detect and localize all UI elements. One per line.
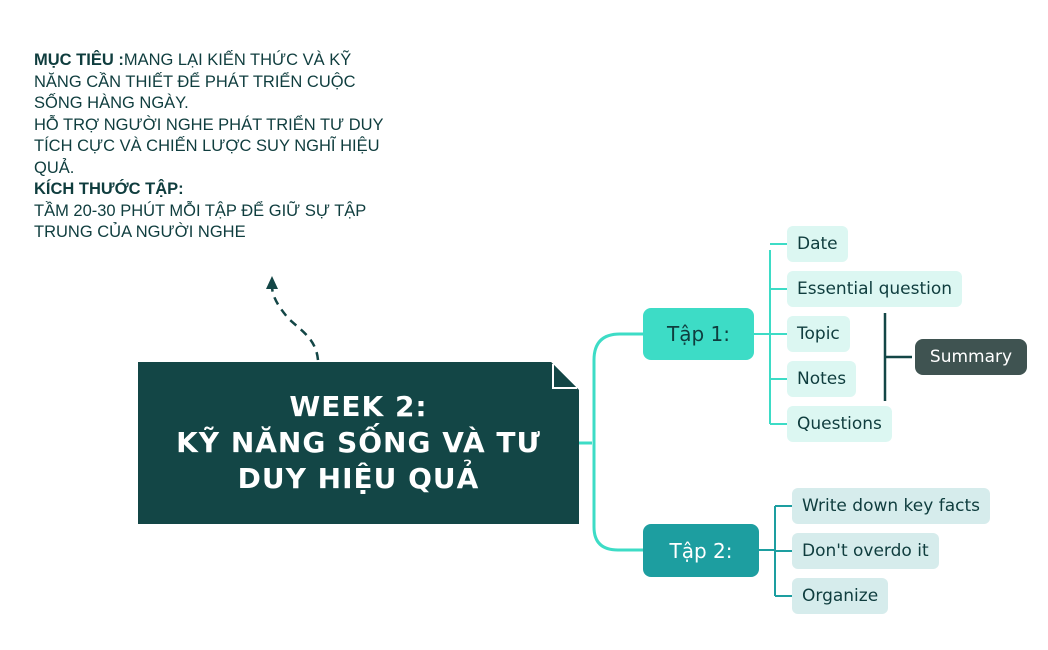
branch-tap-2[interactable]: Tập 2: — [643, 524, 759, 577]
objective-text-3: SỐNG HÀNG NGÀY. — [34, 94, 189, 112]
leaf-write-down-key-facts[interactable]: Write down key facts — [792, 488, 990, 524]
leaf-organize[interactable]: Organize — [792, 578, 889, 614]
objective-label: MỤC TIÊU : — [34, 51, 124, 69]
central-topic[interactable]: WEEK 2: KỸ NĂNG SỐNG VÀ TƯ DUY HIỆU QUẢ — [138, 362, 579, 524]
support-text-1: HỖ TRỢ NGƯỜI NGHE PHÁT TRIỂN TƯ DUY — [34, 115, 384, 134]
summary-node[interactable]: Summary — [915, 339, 1027, 375]
central-topic-line1: WEEK 2: — [289, 390, 428, 423]
branch1-connector — [754, 243, 787, 425]
central-topic-line3: DUY HIỆU QUẢ — [237, 462, 480, 495]
branch2-connector — [759, 505, 792, 597]
leaf-questions[interactable]: Questions — [787, 406, 892, 442]
support-text-3: QUẢ. — [34, 158, 75, 177]
support-text-2: TÍCH CỰC VÀ CHIẾN LƯỢC SUY NGHĨ HIỆU — [34, 137, 380, 155]
arrow-head-icon — [266, 276, 278, 289]
episode-size-text-1: TẦM 20-30 PHÚT MỖI TẬP ĐỂ GIỮ SỰ TẬP — [34, 201, 367, 220]
leaf-date[interactable]: Date — [787, 226, 848, 262]
trunk-line — [579, 332, 643, 552]
objective-text-2: NĂNG CẦN THIẾT ĐỂ PHÁT TRIỂN CUỘC — [34, 72, 356, 91]
objective-notes: MỤC TIÊU :MANG LẠI KIẾN THỨC VÀ KỸ NĂNG … — [34, 50, 394, 244]
central-topic-line2: KỸ NĂNG SỐNG VÀ TƯ — [176, 426, 541, 459]
leaf-essential-question[interactable]: Essential question — [787, 271, 963, 307]
leaf-dont-overdo-it[interactable]: Don't overdo it — [792, 533, 939, 569]
page-fold-icon — [551, 362, 579, 390]
leaf-notes[interactable]: Notes — [787, 361, 857, 397]
branch-tap-1[interactable]: Tập 1: — [643, 308, 754, 360]
objective-text-1: MANG LẠI KIẾN THỨC VÀ KỸ — [123, 51, 352, 69]
episode-size-label: KÍCH THƯỚC TẬP: — [34, 180, 184, 198]
episode-size-text-2: TRUNG CỦA NGƯỜI NGHE — [34, 223, 246, 241]
dashed-arrow-line — [270, 285, 320, 361]
leaf-topic[interactable]: Topic — [787, 316, 850, 352]
summary-bracket — [883, 313, 912, 401]
